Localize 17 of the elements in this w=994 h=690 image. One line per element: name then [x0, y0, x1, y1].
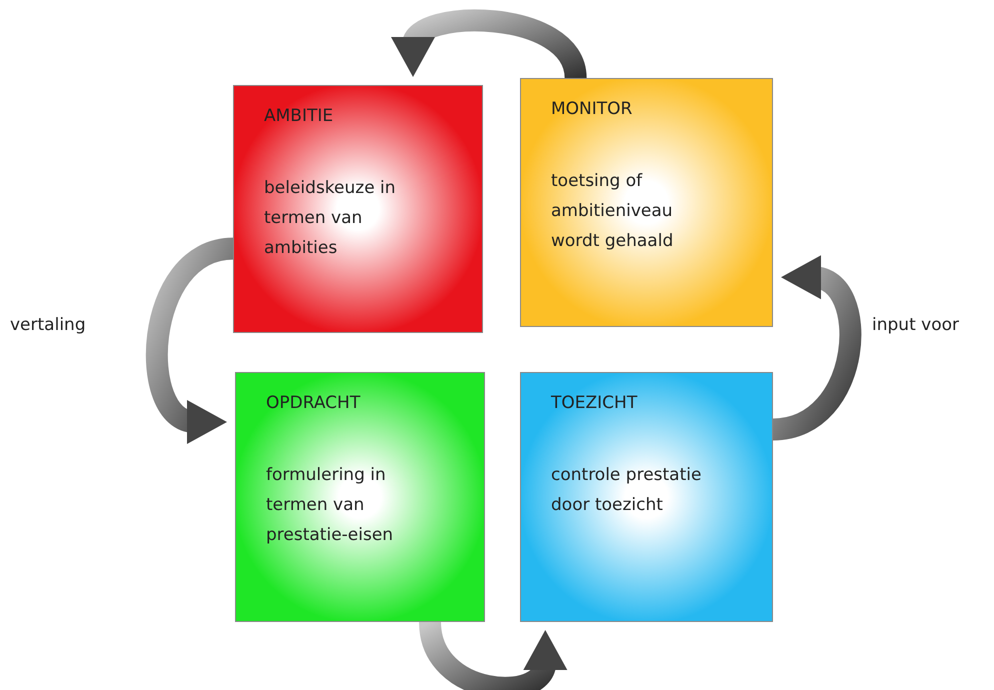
- process-box: [233, 85, 483, 333]
- curved-arrow: [419, 620, 565, 690]
- box-description: formulering in termen van prestatie-eisen: [266, 464, 394, 546]
- box-heading: TOEZICHT: [551, 393, 638, 413]
- curved-arrow: [146, 238, 235, 442]
- box-description: beleidskeuze in termen van ambities: [264, 177, 397, 260]
- box-description: controle prestatie door toezicht: [551, 464, 702, 517]
- process-box: [520, 372, 773, 622]
- curved-arrow: [771, 258, 862, 440]
- box-heading: MONITOR: [551, 99, 632, 119]
- box-description: toetsing of ambitieniveau wordt gehaald: [551, 170, 674, 252]
- box-heading: AMBITIE: [264, 106, 334, 126]
- process-box: [235, 372, 485, 622]
- edge-label: vertaling: [10, 315, 86, 335]
- box-heading: OPDRACHT: [266, 393, 360, 413]
- edge-label: input voor: [872, 315, 959, 335]
- process-box: [520, 78, 773, 327]
